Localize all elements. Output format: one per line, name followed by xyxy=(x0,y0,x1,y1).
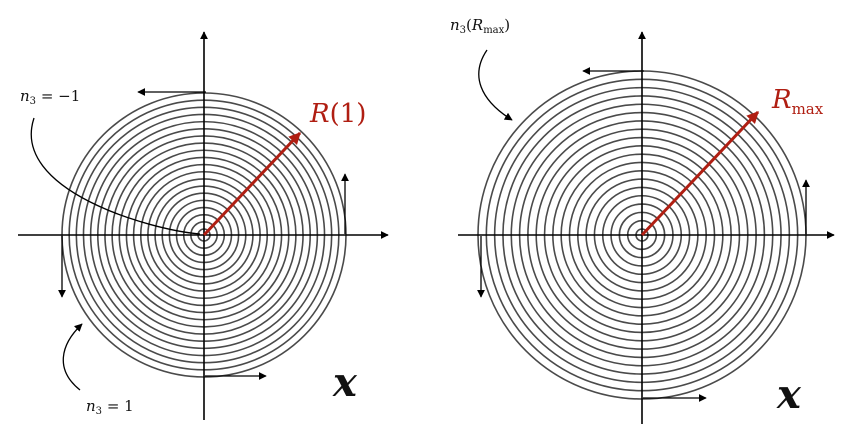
right-n3-rmax-pointer xyxy=(478,49,513,121)
right-panel: Rmax n3(Rmax) x xyxy=(450,16,835,424)
right-n3-rmax-label: n3(Rmax) xyxy=(450,16,510,36)
right-axis-x-label: x xyxy=(776,371,802,418)
left-radius-arrow xyxy=(202,131,302,237)
right-radius-label: Rmax xyxy=(771,85,824,118)
left-axis-x-label: x xyxy=(332,359,358,406)
right-radius-arrow xyxy=(640,110,760,237)
left-n3-minus-label: n3 = −1 xyxy=(20,87,80,107)
left-n3-minus-pointer xyxy=(30,117,201,235)
left-panel: R(1) n3 = −1 n3 = 1 x xyxy=(18,31,389,420)
left-n3-plus-pointer xyxy=(62,323,83,391)
left-radius-label: R(1) xyxy=(309,99,366,129)
left-n3-plus-label: n3 = 1 xyxy=(86,397,134,417)
